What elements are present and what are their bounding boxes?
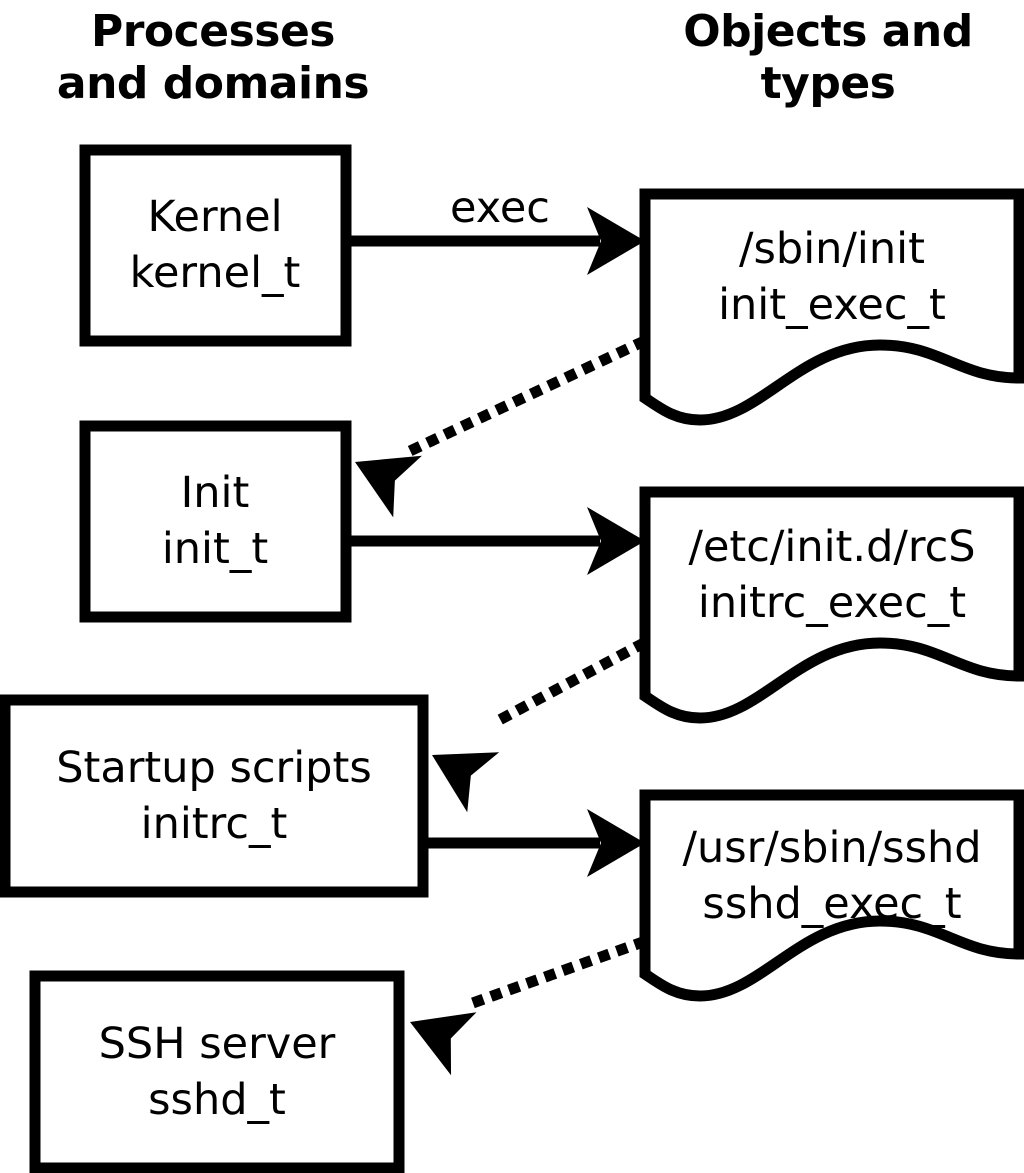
node-sshd_exec-line2: sshd_exec_t xyxy=(702,879,961,929)
edge-initrc-exec-sshd_exec xyxy=(428,809,645,877)
edge-line-dotted xyxy=(482,637,648,733)
node-initrc_exec-doc[interactable] xyxy=(639,486,1024,724)
heading-processes-line1: Processes xyxy=(91,6,335,57)
node-init[interactable]: Init init_t xyxy=(79,420,352,623)
node-init_exec-line2: init_exec_t xyxy=(718,280,946,330)
edge-line-dotted xyxy=(402,335,648,459)
node-init_exec[interactable]: /sbin/init init_exec_t xyxy=(639,188,1024,426)
node-init_exec-line1: /sbin/init xyxy=(739,224,925,274)
edge-init_exec-to-init xyxy=(340,335,648,518)
edge-init-exec-initrc_exec xyxy=(350,507,645,575)
column-heading-objects: Objects and types xyxy=(683,6,973,109)
column-heading-processes: Processes and domains xyxy=(57,6,370,109)
heading-objects-line1: Objects and xyxy=(683,6,972,57)
node-initrc-line1: Startup scripts xyxy=(56,743,372,793)
node-kernel-line2: kernel_t xyxy=(130,248,301,298)
node-kernel[interactable]: Kernel kernel_t xyxy=(79,144,352,347)
node-sshd-line1: SSH server xyxy=(99,1019,336,1069)
node-init_exec-doc[interactable] xyxy=(639,188,1024,426)
node-initrc_exec[interactable]: /etc/init.d/rcS initrc_exec_t xyxy=(639,486,1024,724)
arrowhead-left xyxy=(416,724,500,813)
node-initrc-line2: initrc_t xyxy=(141,799,288,849)
edge-kernel-exec-init_exec: exec xyxy=(350,183,645,275)
node-sshd_exec-doc[interactable] xyxy=(639,789,1024,1002)
node-initrc[interactable]: Startup scripts initrc_t xyxy=(0,694,429,898)
heading-objects-line2: types xyxy=(761,58,896,109)
node-sshd-box[interactable] xyxy=(29,970,405,1173)
arrowhead-left xyxy=(397,990,477,1076)
node-sshd-line2: sshd_t xyxy=(148,1075,286,1125)
arrowhead-left xyxy=(340,431,422,518)
heading-processes-line2: and domains xyxy=(57,58,369,109)
edge-line-dotted xyxy=(462,935,648,1012)
node-initrc-box[interactable] xyxy=(0,694,429,898)
edge-label-exec: exec xyxy=(450,183,550,233)
node-sshd_exec[interactable]: /usr/sbin/sshd sshd_exec_t xyxy=(639,789,1024,1002)
node-initrc_exec-line1: /etc/init.d/rcS xyxy=(688,522,975,572)
node-sshd[interactable]: SSH server sshd_t xyxy=(29,970,405,1173)
node-sshd_exec-line1: /usr/sbin/sshd xyxy=(682,823,981,873)
node-init-box[interactable] xyxy=(79,420,352,623)
node-init-line1: Init xyxy=(181,468,250,518)
edge-sshd_exec-to-sshd xyxy=(397,935,648,1076)
node-initrc_exec-line2: initrc_exec_t xyxy=(698,578,966,628)
node-kernel-line1: Kernel xyxy=(147,192,282,242)
node-kernel-box[interactable] xyxy=(79,144,352,347)
edge-initrc_exec-to-initrc xyxy=(416,637,648,813)
node-init-line2: init_t xyxy=(162,524,268,574)
